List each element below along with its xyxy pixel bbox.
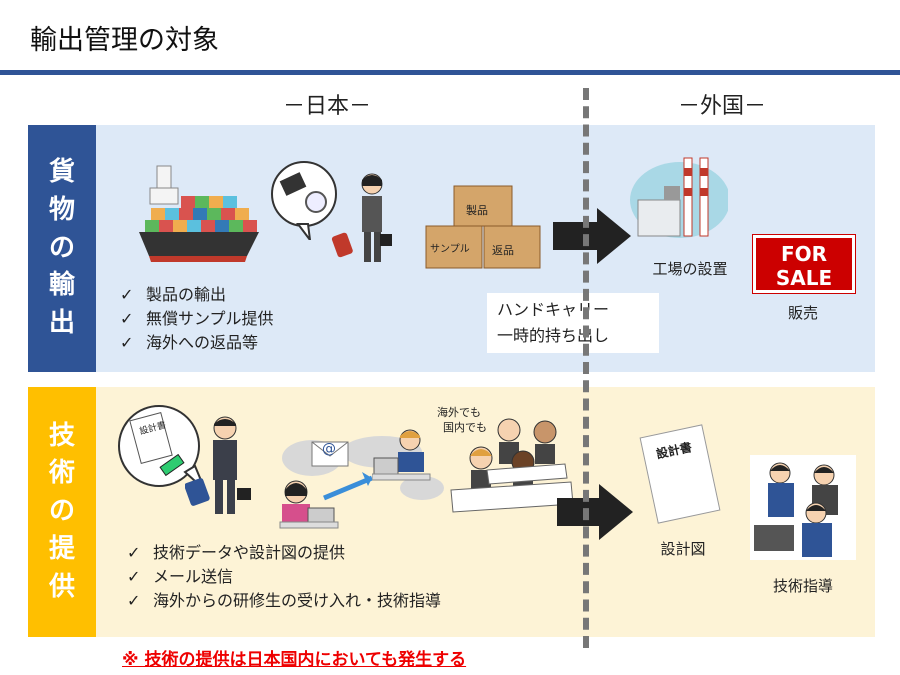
factory-caption: 工場の設置 [652, 260, 728, 278]
magnifier-bubble-icon [271, 161, 337, 240]
border-divider [583, 88, 589, 648]
box-label-return: 返品 [492, 244, 514, 257]
email-at-symbol: @ [322, 441, 336, 457]
sale-sign-line: SALE [775, 266, 833, 290]
tech-side-label: 技 術 の 提 供 [28, 387, 96, 637]
tech-checklist: 技術データや設計図の提供 メール送信 海外からの研修生の受け入れ・技術指導 [127, 541, 441, 613]
factory-icon [630, 157, 728, 238]
region-label-foreign: －外国－ [678, 94, 767, 119]
goods-checklist: 製品の輸出 無償サンプル提供 海外への返品等 [120, 283, 274, 355]
trainees-group-icon [450, 418, 574, 513]
business-traveler-icon [331, 173, 392, 262]
sale-sign-line: FOR [780, 242, 828, 266]
goods-side-label: 貨 物 の 輸 出 [28, 125, 96, 372]
arrow-right-icon [557, 484, 633, 540]
tech-side-char: の [48, 496, 75, 527]
goods-side-char: 物 [48, 194, 75, 225]
box-label-product: 製品 [466, 204, 488, 217]
bubble-text-overseas: 海外でも [437, 406, 481, 419]
checklist-item: 海外への返品等 [120, 331, 274, 355]
page-title: 輸出管理の対象 [30, 25, 219, 56]
tech-side-char: 提 [48, 533, 75, 564]
sale-caption: 販売 [787, 304, 818, 322]
bubble-text-domestic: 国内でも [443, 421, 487, 434]
checklist-item: メール送信 [127, 565, 441, 589]
goods-side-char: 貨 [48, 157, 75, 188]
cargo-ship-icon [139, 165, 259, 262]
title-rule [0, 70, 900, 75]
design-caption: 設計図 [660, 540, 706, 558]
footnote: ※ 技術の提供は日本国内においても発生する [122, 650, 467, 670]
checklist-item: 無償サンプル提供 [120, 307, 274, 331]
checklist-item: 技術データや設計図の提供 [127, 541, 441, 565]
region-label-japan: －日本－ [283, 94, 372, 119]
businessman-icon [185, 416, 251, 514]
handcarry-line: 一時的持ち出し [497, 326, 610, 345]
arrow-right-icon [553, 208, 631, 264]
tech-side-char: 供 [48, 571, 75, 602]
technical-guidance-icon [750, 455, 856, 560]
goods-side-char: の [48, 232, 75, 263]
goods-side-char: 出 [48, 308, 75, 339]
document-usb-bubble-icon [118, 405, 206, 491]
handcarry-line: ハンドキャリー [497, 300, 610, 319]
cardboard-boxes-icon [425, 185, 541, 269]
tech-side-char: 技 [48, 420, 75, 451]
handcarry-box: ハンドキャリー 一時的持ち出し [487, 293, 659, 353]
remote-worker-icon [372, 429, 431, 481]
guidance-caption: 技術指導 [772, 577, 833, 595]
goods-side-char: 輸 [48, 270, 75, 301]
for-sale-sign: FOR SALE [752, 234, 856, 294]
tech-side-char: 術 [48, 458, 75, 489]
checklist-item: 製品の輸出 [120, 283, 274, 307]
local-worker-icon [279, 480, 339, 529]
design-doc-label: 設計書 [654, 440, 694, 462]
box-label-sample: サンプル [430, 244, 470, 255]
checklist-item: 海外からの研修生の受け入れ・技術指導 [127, 589, 441, 613]
